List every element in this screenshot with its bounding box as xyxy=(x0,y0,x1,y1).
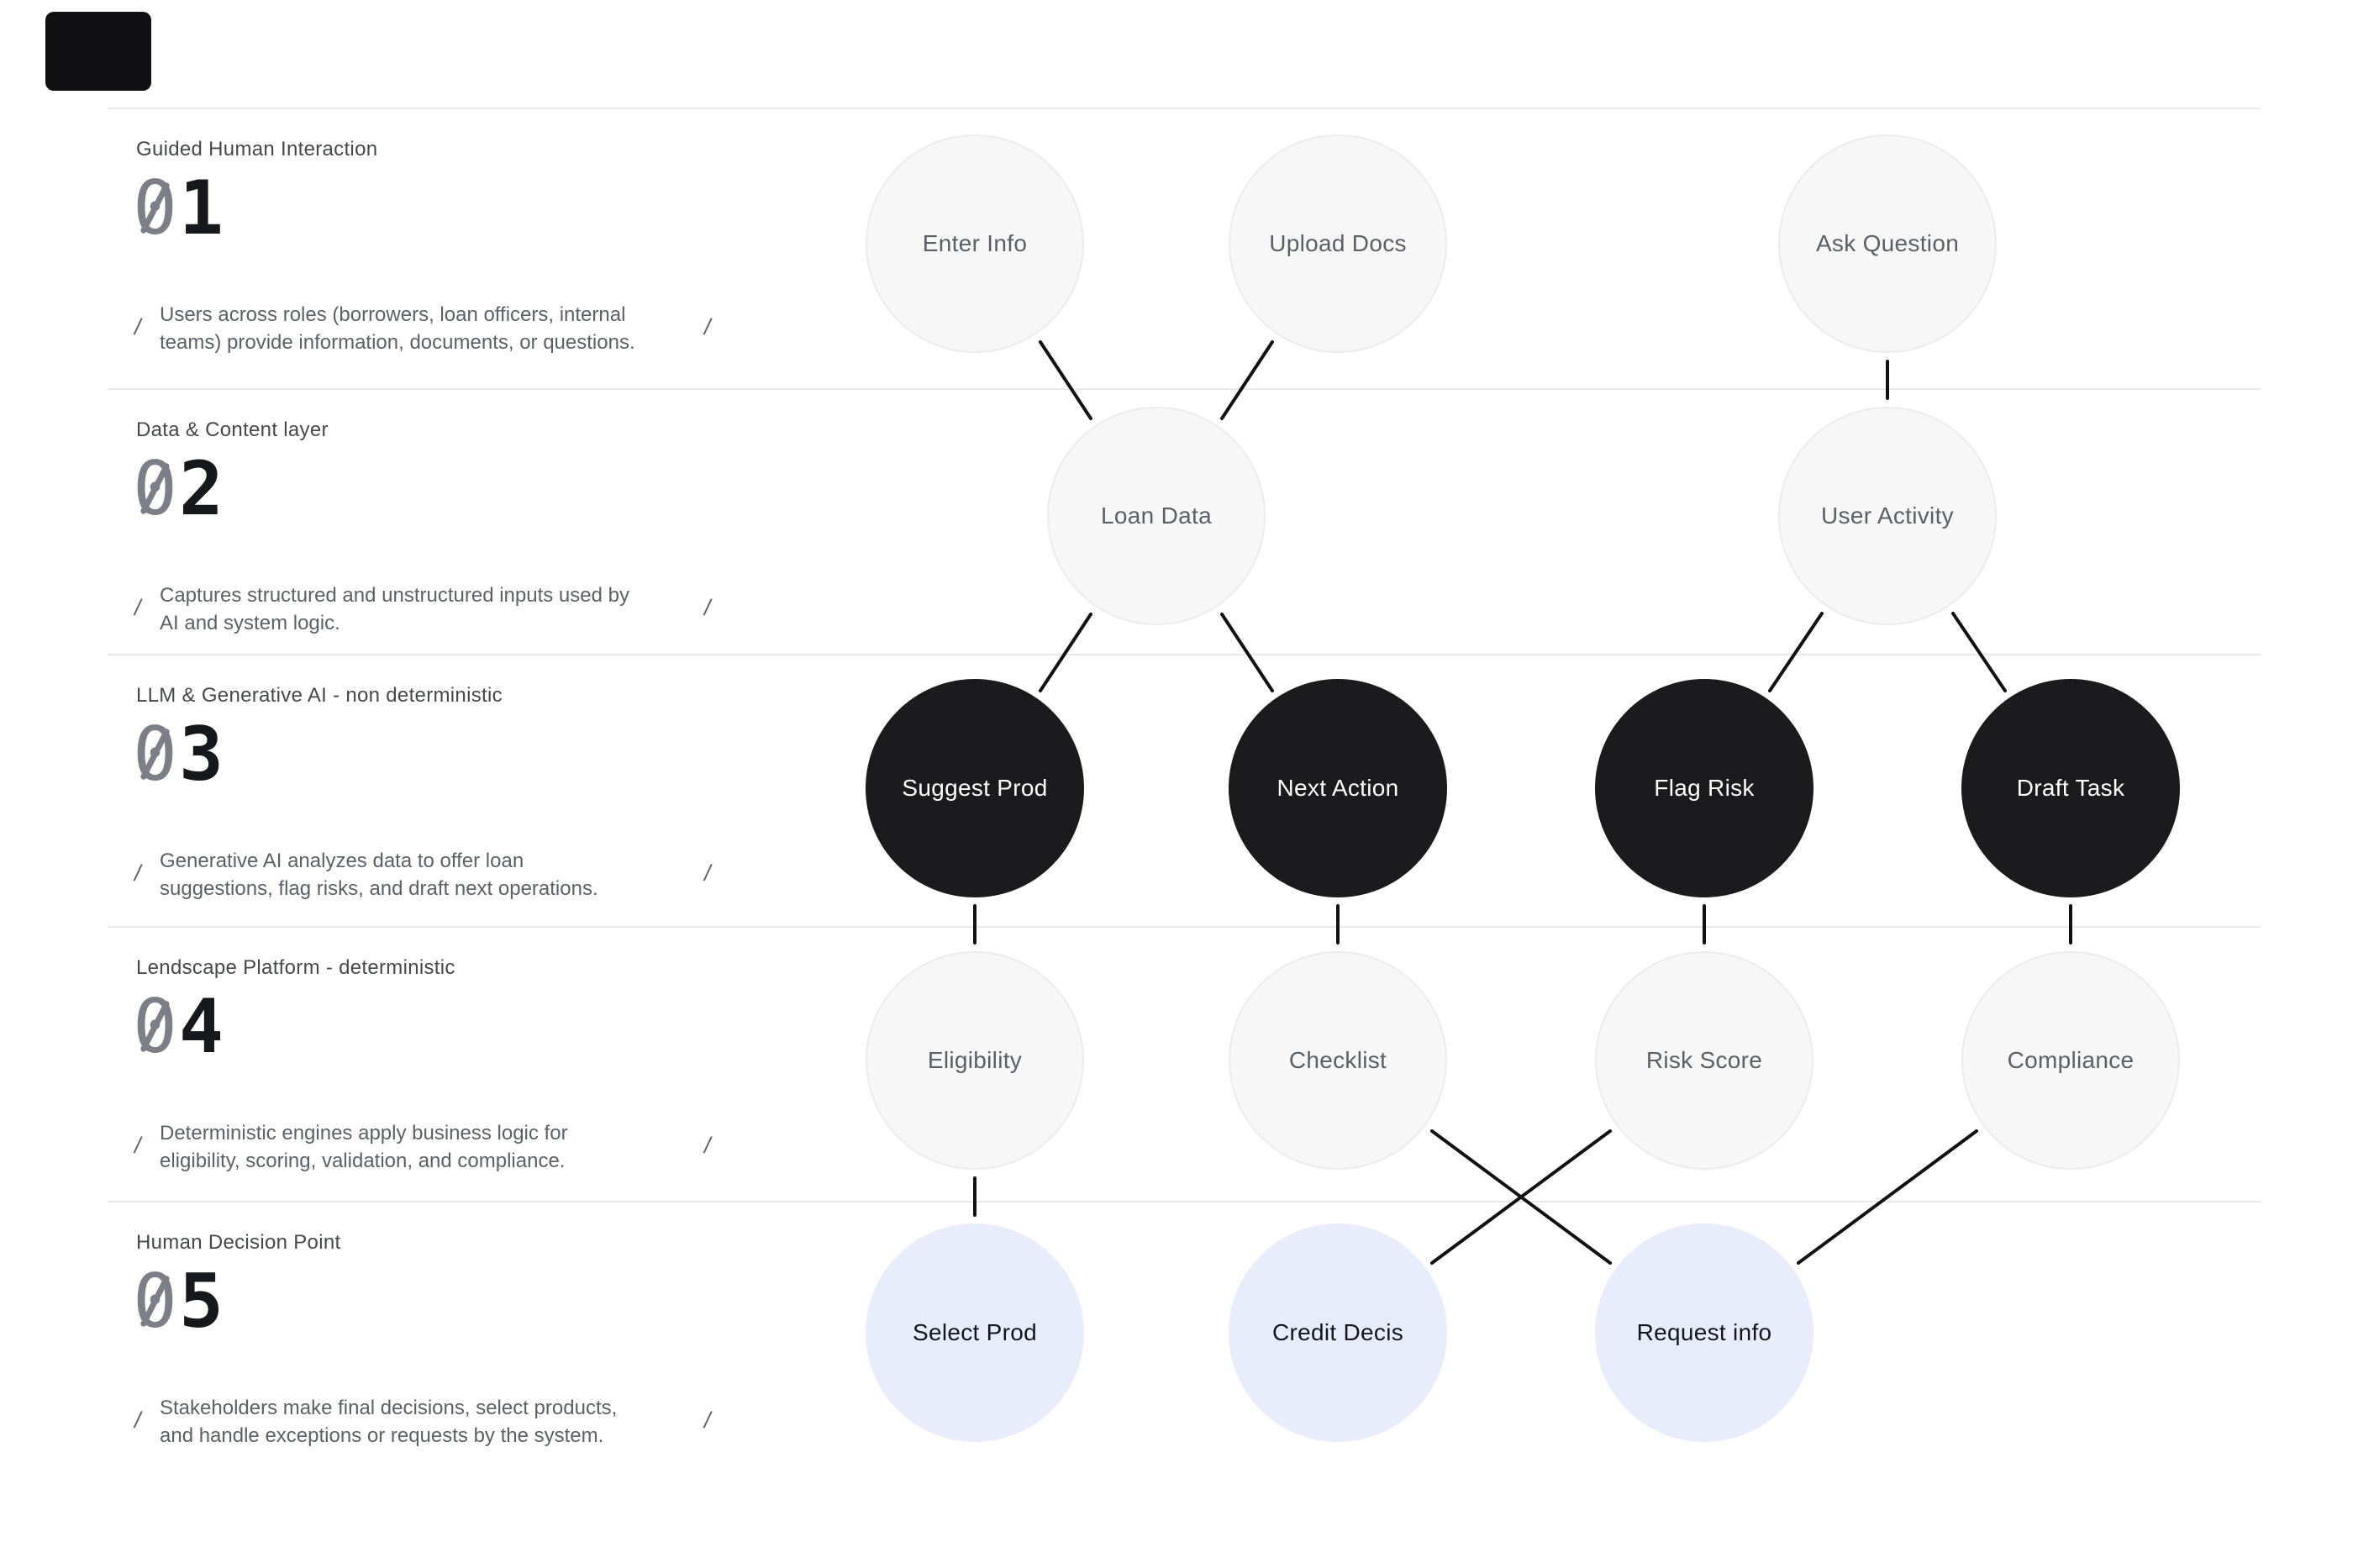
section-description: Stakeholders make final decisions, selec… xyxy=(160,1397,618,1447)
section-number-zero: 0 xyxy=(133,983,179,1070)
node-label: Risk Score xyxy=(1645,1047,1763,1073)
logo-mark xyxy=(45,12,151,91)
section-title: Human Decision Point xyxy=(136,1231,341,1254)
section-number-zero: 0 xyxy=(133,165,179,251)
edge-loan-data--next-action xyxy=(1220,613,1274,692)
node-suggest-prod: Suggest Prod xyxy=(866,679,1084,897)
slash-decor: / xyxy=(704,595,711,620)
node-label: Next Action xyxy=(1277,775,1399,801)
node-select-prod: Select Prod xyxy=(866,1223,1084,1442)
section-description: Generative AI analyzes data to offer loa… xyxy=(160,850,598,900)
node-label: Credit Decis xyxy=(1271,1319,1404,1345)
section-number: 01 xyxy=(133,171,225,245)
section-number-digit: 4 xyxy=(178,983,225,1070)
section-number-digit: 1 xyxy=(178,165,225,251)
edge-checklist--request-info xyxy=(1430,1129,1612,1265)
node-label: Eligibility xyxy=(927,1047,1023,1073)
section-separator xyxy=(108,654,2261,655)
slash-decor: / xyxy=(704,1133,711,1158)
edge-upload-docs--loan-data xyxy=(1220,340,1274,420)
node-request-info: Request info xyxy=(1595,1223,1813,1442)
node-flag-risk: Flag Risk xyxy=(1595,679,1813,897)
section-title: Data & Content layer xyxy=(136,418,329,441)
node-upload-docs: Upload Docs xyxy=(1229,134,1447,353)
section-number: 04 xyxy=(133,990,225,1064)
slash-decor: / xyxy=(134,595,141,620)
node-eligibility: Eligibility xyxy=(866,951,1084,1170)
node-user-activity: User Activity xyxy=(1778,407,1997,625)
node-label: Compliance xyxy=(2007,1047,2135,1073)
node-label: Suggest Prod xyxy=(902,775,1048,801)
section-title: Guided Human Interaction xyxy=(136,138,378,160)
node-enter-info: Enter Info xyxy=(866,134,1084,353)
edge-enter-info--loan-data xyxy=(1039,340,1092,420)
node-label: Draft Task xyxy=(2016,775,2125,801)
node-draft-task: Draft Task xyxy=(1961,679,2180,897)
slash-decor: / xyxy=(704,860,711,886)
node-ask-question: Ask Question xyxy=(1778,134,1997,353)
node-credit-decis: Credit Decis xyxy=(1229,1223,1447,1442)
node-label: Flag Risk xyxy=(1654,775,1755,801)
slash-decor: / xyxy=(704,314,711,339)
node-risk-score: Risk Score xyxy=(1595,951,1813,1170)
section-number-digit: 5 xyxy=(178,1258,225,1344)
section-title: LLM & Generative AI - non deterministic xyxy=(136,684,503,707)
section-description: Deterministic engines apply business log… xyxy=(160,1122,568,1172)
section-number: 02 xyxy=(133,452,225,526)
section-number-zero: 0 xyxy=(133,445,179,532)
node-label: Select Prod xyxy=(912,1319,1038,1345)
section-description: Users across roles (borrowers, loan offi… xyxy=(160,303,635,354)
edge-user-activity--flag-risk xyxy=(1768,612,1824,692)
edge-compliance--request-info xyxy=(1797,1129,1978,1265)
section-number-digit: 2 xyxy=(178,445,225,532)
edge-user-activity--draft-task xyxy=(1951,612,2007,692)
node-label: Ask Question xyxy=(1815,230,1960,256)
section-description: Captures structured and unstructured inp… xyxy=(160,584,629,634)
node-label: User Activity xyxy=(1821,502,1954,529)
section-number-zero: 0 xyxy=(133,711,179,797)
section-number-digit: 3 xyxy=(178,711,225,797)
section-separator xyxy=(108,108,2261,109)
node-label: Request info xyxy=(1636,1319,1772,1345)
slash-decor: / xyxy=(134,1408,141,1433)
node-loan-data: Loan Data xyxy=(1047,407,1266,625)
slash-decor: / xyxy=(134,314,141,339)
section-separator xyxy=(108,388,2261,390)
node-label: Loan Data xyxy=(1101,502,1212,529)
edge-loan-data--suggest-prod xyxy=(1039,613,1092,692)
section-number-zero: 0 xyxy=(133,1258,179,1344)
node-label: Enter Info xyxy=(922,230,1028,256)
section-separator xyxy=(108,926,2261,928)
node-label: Upload Docs xyxy=(1269,230,1407,256)
section-number: 05 xyxy=(133,1265,225,1339)
slash-decor: / xyxy=(704,1408,711,1433)
node-checklist: Checklist xyxy=(1229,951,1447,1170)
section-separator xyxy=(108,1201,2261,1202)
slash-decor: / xyxy=(134,860,141,886)
node-next-action: Next Action xyxy=(1229,679,1447,897)
slash-decor: / xyxy=(134,1133,141,1158)
section-number: 03 xyxy=(133,718,225,792)
node-compliance: Compliance xyxy=(1961,951,2180,1170)
edge-risk-score--credit-decis xyxy=(1430,1129,1612,1265)
node-label: Checklist xyxy=(1288,1047,1387,1073)
section-title: Lendscape Platform - deterministic xyxy=(136,956,455,979)
